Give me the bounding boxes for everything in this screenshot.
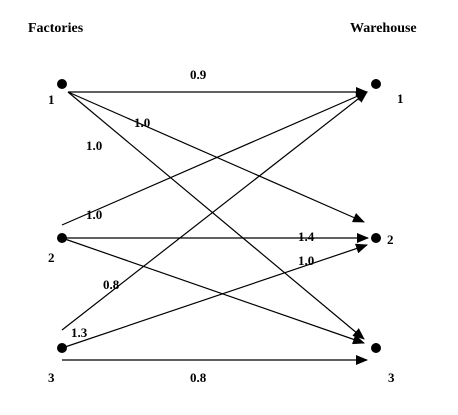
cost-label-f1-w1: 0.9 — [190, 67, 207, 82]
warehouse-label-1: 1 — [397, 91, 404, 106]
edge-f1-w2 — [67, 91, 365, 223]
cost-label-f2-w1: 1.0 — [86, 207, 102, 222]
labels-layer: 0.9 1.0 1.0 1.0 1.4 1.0 0.8 1.3 0.8 1 2 3 1 2 3 — [48, 67, 404, 385]
warehouse-header: Warehouse — [350, 21, 417, 36]
edges-layer — [61, 87, 369, 365]
factory-node-2 — [57, 233, 67, 243]
factory-node-1 — [57, 79, 67, 89]
warehouse-node-1 — [371, 79, 381, 89]
factory-label-2: 2 — [48, 250, 55, 265]
cost-label-f2-w3: 1.0 — [298, 253, 314, 268]
edge-f2-w1 — [61, 91, 368, 226]
cost-label-f3-w1: 0.8 — [103, 277, 120, 292]
factory-node-3 — [57, 343, 67, 353]
cost-label-f1-w3: 1.0 — [86, 138, 102, 153]
edge-f3-w1 — [61, 91, 368, 331]
cost-label-f3-w2: 1.3 — [71, 325, 88, 340]
factories-header: Factories — [28, 21, 84, 36]
cost-label-f3-w3: 0.8 — [190, 370, 207, 385]
nodes-layer — [57, 79, 381, 353]
warehouse-node-2 — [371, 233, 381, 243]
cost-label-f2-w2: 1.4 — [298, 229, 315, 244]
warehouse-label-3: 3 — [388, 370, 395, 385]
factory-label-1: 1 — [48, 92, 55, 107]
warehouse-label-2: 2 — [387, 232, 394, 247]
cost-label-f1-w2: 1.0 — [134, 115, 150, 130]
warehouse-node-3 — [371, 343, 381, 353]
factory-label-3: 3 — [48, 370, 55, 385]
edge-f2-w3 — [61, 237, 365, 345]
edge-f3-w2 — [61, 243, 368, 349]
edge-f1-w3 — [67, 91, 365, 340]
